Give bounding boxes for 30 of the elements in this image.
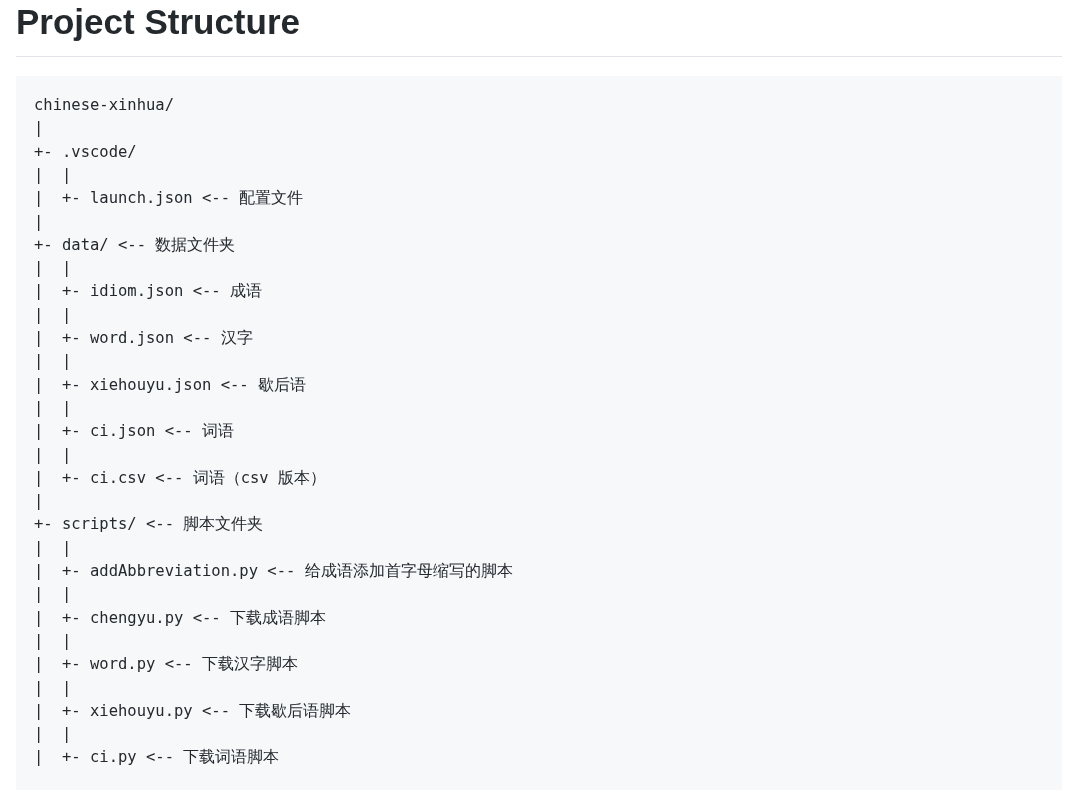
code-line: | +- launch.json <-- 配置文件 bbox=[34, 188, 304, 209]
code-line: | | bbox=[34, 397, 72, 418]
code-line: | | bbox=[34, 304, 72, 325]
code-line: | | bbox=[34, 630, 72, 651]
code-line: | | bbox=[34, 351, 72, 372]
code-line: | bbox=[34, 491, 44, 512]
code-line: | | bbox=[34, 164, 72, 185]
code-line: | | bbox=[34, 677, 72, 698]
page-heading: Project Structure bbox=[16, 1, 300, 43]
code-line: | bbox=[34, 211, 44, 232]
code-line: | +- word.py <-- 下载汉字脚本 bbox=[34, 654, 298, 675]
code-line: | +- xiehouyu.json <-- 歇后语 bbox=[34, 374, 306, 395]
code-line: | | bbox=[34, 444, 72, 465]
code-line: | | bbox=[34, 724, 72, 745]
code-line: | +- idiom.json <-- 成语 bbox=[34, 281, 262, 302]
code-line: | +- word.json <-- 汉字 bbox=[34, 328, 253, 348]
code-line: | | bbox=[34, 258, 72, 279]
code-line: +- data/ <-- 数据文件夹 bbox=[34, 234, 236, 255]
code-line: | +- addAbbreviation.py <-- 给成语添加首字母缩写的脚本 bbox=[34, 561, 513, 581]
code-line: | +- ci.py <-- 下载词语脚本 bbox=[34, 747, 280, 768]
code-line: | bbox=[34, 118, 44, 139]
code-line: | | bbox=[34, 537, 72, 558]
code-line: | +- ci.csv <-- 词语（csv 版本） bbox=[34, 467, 326, 488]
code-line: chinese-xinhua/ bbox=[34, 95, 174, 115]
code-line: | +- ci.json <-- 词语 bbox=[34, 421, 234, 442]
code-line: +- .vscode/ bbox=[34, 141, 137, 162]
code-line: | +- xiehouyu.py <-- 下载歇后语脚本 bbox=[34, 700, 352, 721]
code-line: | +- chengyu.py <-- 下载成语脚本 bbox=[34, 607, 326, 628]
code-line: | | bbox=[34, 584, 72, 605]
code-line: +- scripts/ <-- 脚本文件夹 bbox=[34, 514, 264, 535]
